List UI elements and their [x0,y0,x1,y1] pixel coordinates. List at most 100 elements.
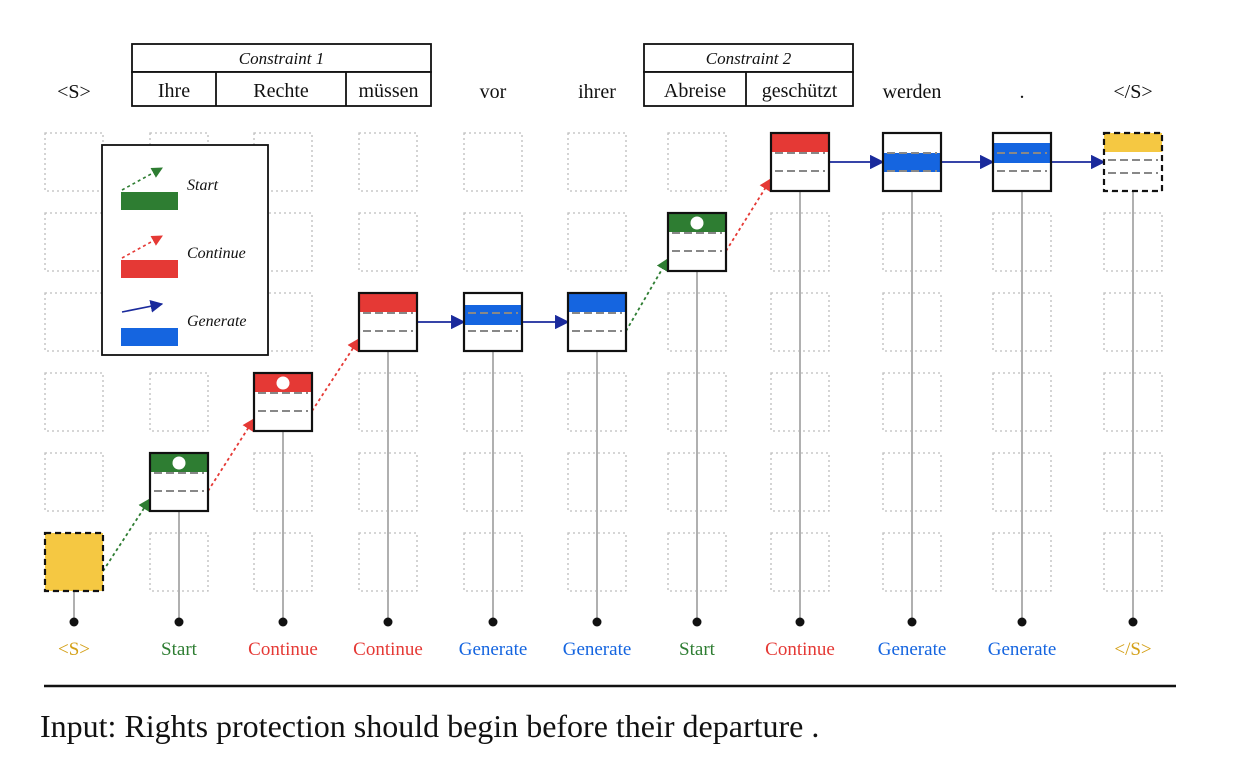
empty-cell [463,132,523,192]
hypothesis-box [357,291,419,353]
end-symbol-box [1102,131,1164,193]
generate-band [883,153,941,172]
step-label: Continue [353,639,423,660]
step-label: Start [679,639,716,660]
token-label: vor [480,81,507,103]
step-label: Generate [563,639,632,660]
hypothesis-dot [172,456,186,470]
token-label: werden [883,81,942,103]
empty-cell [44,292,104,352]
constraint-title: Constraint 1 [239,49,325,68]
step-label: Continue [248,639,318,660]
step-label: Continue [765,639,835,660]
empty-cell [44,212,104,272]
token-label: . [1020,81,1025,103]
hypothesis-box [991,131,1053,193]
hypothesis-dot [276,376,290,390]
empty-cell [253,132,313,192]
hypothesis-start-symbol [43,531,105,593]
constraint-token: Abreise [664,80,726,102]
hypothesis-box [148,451,210,513]
start-arrow [625,257,669,332]
hypothesis-generate [881,131,943,193]
generate-band [568,293,626,312]
continue-arrow [311,337,360,412]
token-label: <S> [57,81,91,103]
empty-cell [44,372,104,432]
hypothesis-start [148,451,210,513]
timeline-dot [907,617,917,627]
empty-cell [44,132,104,192]
continue-arrow [207,417,255,492]
constraint-title-box [131,43,432,73]
legend-box [101,144,269,356]
empty-cell [358,212,418,272]
input-sentence: Input: Rights protection should begin be… [40,708,820,744]
step-label: </S> [1114,639,1151,660]
constraint-title-box [643,43,854,73]
continue-band [771,133,829,152]
generate-legend-arrow [121,299,164,313]
legend-label: Generate [187,313,247,330]
constraint-token-row [643,71,854,107]
constraint-token: Rechte [253,80,309,102]
step-label: Generate [988,639,1057,660]
hypothesis-box [252,371,314,433]
hypothesis-box [566,291,628,353]
hypothesis-dot [690,216,704,230]
empty-cell [567,212,627,272]
token-header: <S> vor ihrer werden. </S> Constraint 1 Ihre Re… [57,43,1153,107]
empty-cell [667,132,727,192]
timeline-dot [174,617,184,627]
generate-band [464,305,522,325]
hypothesis-start [666,211,728,273]
step-label: Generate [459,639,528,660]
hypothesis-end-symbol [1102,131,1164,193]
hypothesis-continue [357,291,419,353]
empty-cell [567,132,627,192]
start-legend-swatch [121,192,178,210]
hypothesis-continue [769,131,831,193]
token-label: </S> [1113,81,1152,103]
timeline-dot [278,617,288,627]
legend-label: Start [187,177,219,194]
timeline-dot [1128,617,1138,627]
generate-legend-swatch [121,328,178,346]
constraint-token: müssen [359,80,419,102]
step-label: Generate [878,639,947,660]
token-label: ihrer [578,81,616,103]
continue-arrow [725,177,772,252]
continue-legend-swatch [121,260,178,278]
hypothesis-generate [462,291,524,353]
hypothesis-generate [566,291,628,353]
hypothesis-generate [991,131,1053,193]
start-arrow [102,497,151,572]
empty-cell [44,452,104,512]
step-labels: <S> Start Continue Continue Generate Generate… [58,639,1152,660]
end-symbol-band [1104,133,1162,152]
continue-legend-arrow [121,235,163,259]
constraint-token: geschützt [762,80,838,102]
transition-arrows [102,154,1106,572]
timeline-dot [383,617,393,627]
constraint-token-row [131,71,432,107]
start-symbol-box [43,531,105,593]
timeline-dot [1017,617,1027,627]
constraint-token: Ihre [158,80,190,102]
empty-cell [253,292,313,352]
timeline-dot [692,617,702,627]
timeline-dot [488,617,498,627]
legend-label: Continue [187,245,246,262]
hypothesis-continue [252,371,314,433]
timeline-dot [795,617,805,627]
start-legend-arrow [121,167,163,191]
empty-cell [253,212,313,272]
empty-cell [463,212,523,272]
hypothesis-box [769,131,831,193]
hypothesis-box [462,291,524,353]
hypothesis-box [881,131,943,193]
step-label: <S> [58,639,90,660]
empty-cell [358,132,418,192]
